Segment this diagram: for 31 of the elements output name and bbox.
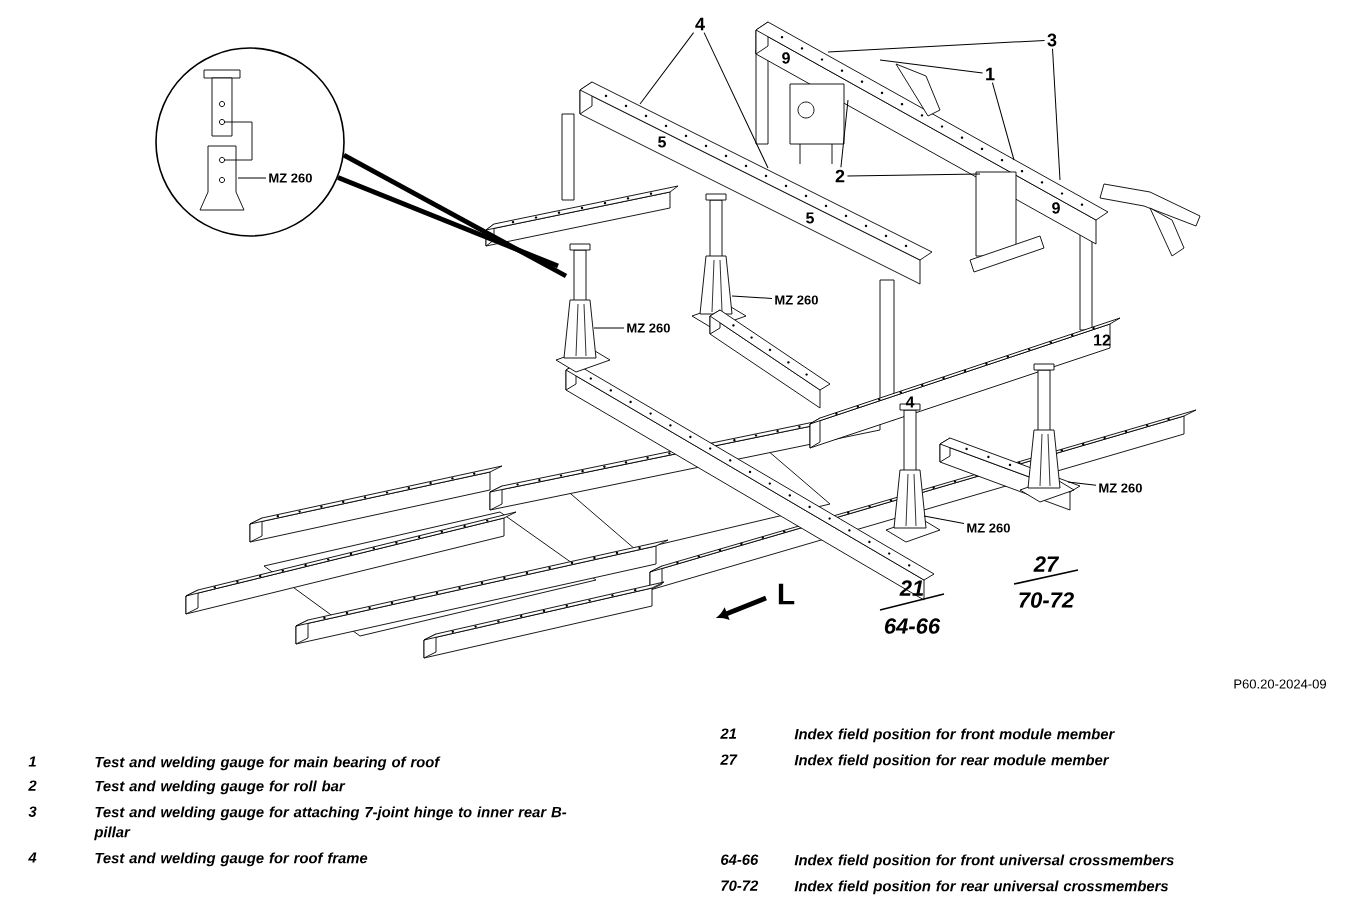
index-number: 5 (806, 212, 814, 224)
leader-line (731, 295, 773, 299)
index-number: 9 (1052, 202, 1060, 214)
leader-line (923, 515, 965, 524)
index-number: 27 (1033, 556, 1060, 572)
leader-line (703, 32, 769, 169)
leader-line (593, 327, 625, 329)
callout-number: 1 (986, 67, 995, 81)
leader-line (846, 173, 981, 177)
connector-line (337, 175, 559, 269)
index-number: 70-72 (1019, 592, 1074, 608)
connector-line (342, 153, 568, 279)
leader-line (991, 82, 1015, 161)
detail-circle (155, 47, 345, 237)
leader-line (237, 177, 267, 179)
leader-line (1052, 48, 1061, 181)
leader-line (879, 59, 984, 74)
index-number: 21 (899, 580, 924, 596)
leader-line (827, 39, 1046, 53)
callout-number: 2 (835, 169, 845, 183)
index-number: 5 (658, 136, 666, 148)
index-number: 4 (905, 396, 915, 408)
index-number: 12 (1094, 334, 1111, 346)
callout-number: 4 (695, 17, 705, 31)
leader-line (639, 32, 695, 105)
leader-line (840, 99, 849, 168)
direction-label: L (778, 583, 795, 605)
index-number: 9 (782, 52, 790, 64)
callout-number: 3 (1047, 33, 1057, 47)
index-number: 64-66 (884, 618, 941, 634)
leader-line (1067, 481, 1097, 486)
